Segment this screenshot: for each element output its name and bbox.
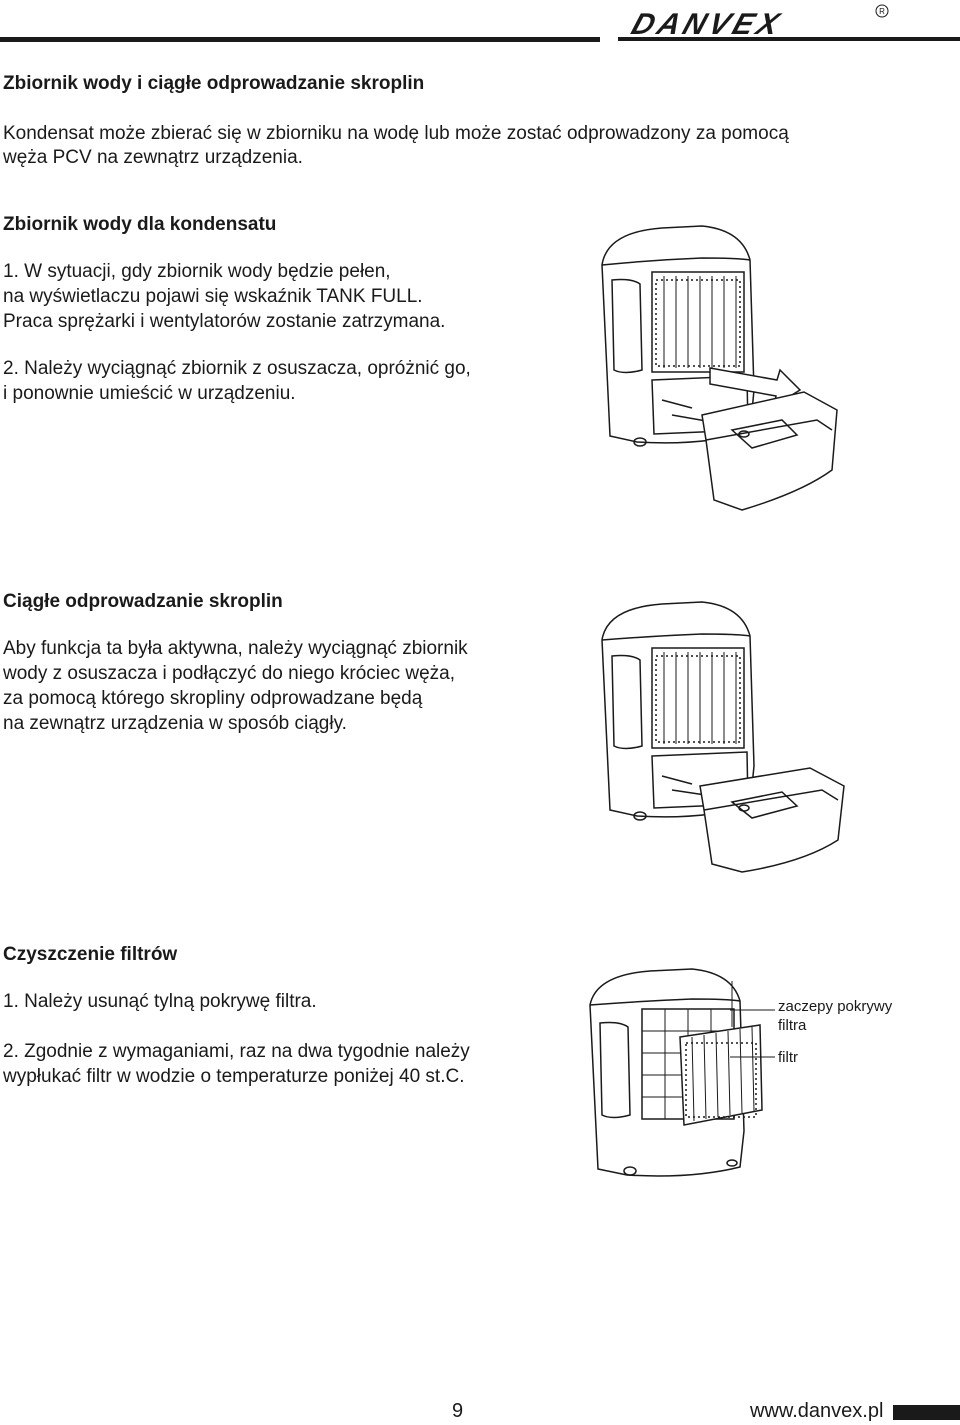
figure-continuous-drainage bbox=[601, 601, 845, 873]
callout-filter: filtr bbox=[778, 1049, 798, 1066]
drainage-line-4: na zewnątrz urządzenia w sposób ciągły. bbox=[3, 713, 347, 734]
callout-clips-line-1: zaczepy pokrywy bbox=[778, 998, 893, 1015]
section-title-tank-drainage: Zbiornik wody i ciągłe odprowadzanie skr… bbox=[3, 73, 425, 94]
header-rule bbox=[0, 37, 600, 42]
filter-step-2-line-1: 2. Zgodnie z wymaganiami, raz na dwa tyg… bbox=[3, 1041, 470, 1062]
drainage-line-3: za pomocą którego skropliny odprowadzane… bbox=[3, 688, 423, 709]
figure-tank-removal bbox=[601, 225, 838, 511]
section-title-filter-cleaning: Czyszczenie filtrów bbox=[3, 944, 178, 965]
header-rule-right bbox=[618, 37, 960, 41]
intro-line-2: węża PCV na zewnątrz urządzenia. bbox=[3, 147, 303, 168]
section-title-continuous-drainage: Ciągłe odprowadzanie skroplin bbox=[3, 591, 283, 612]
intro-line-1: Kondensat może zbierać się w zbiorniku n… bbox=[3, 123, 789, 144]
filter-step-1: 1. Należy usunąć tylną pokrywę filtra. bbox=[3, 991, 317, 1012]
registered-mark: R bbox=[879, 7, 885, 16]
footer-url: www.danvex.pl bbox=[750, 1400, 884, 1422]
danvex-logo: DANVEX R bbox=[627, 4, 889, 41]
step2-line-1: 2. Należy wyciągnąć zbiornik z osuszacza… bbox=[3, 358, 471, 379]
figure-filter-removal bbox=[589, 968, 763, 1177]
step1-line-3: Praca sprężarki i wentylatorów zostanie … bbox=[3, 311, 446, 332]
filter-step-2-line-2: wypłukać filtr w wodzie o temperaturze p… bbox=[3, 1066, 465, 1087]
drainage-line-2: wody z osuszacza i podłączyć do niego kr… bbox=[3, 663, 456, 684]
logo-text: DANVEX bbox=[627, 7, 787, 41]
callout-leader-lines bbox=[730, 1009, 775, 1058]
page-number: 9 bbox=[452, 1400, 464, 1422]
footer-bar bbox=[893, 1405, 960, 1420]
section-title-water-tank: Zbiornik wody dla kondensatu bbox=[3, 214, 277, 235]
step2-line-2: i ponownie umieścić w urządzeniu. bbox=[3, 383, 296, 404]
step1-line-1: 1. W sytuacji, gdy zbiornik wody będzie … bbox=[3, 261, 391, 282]
drainage-line-1: Aby funkcja ta była aktywna, należy wyci… bbox=[3, 638, 468, 659]
callout-clips-line-2: filtra bbox=[778, 1017, 807, 1034]
step1-line-2: na wyświetlaczu pojawi się wskaźnik TANK… bbox=[3, 286, 423, 307]
callout-filter-cover-clips: zaczepy pokrywy filtra bbox=[778, 997, 892, 1035]
